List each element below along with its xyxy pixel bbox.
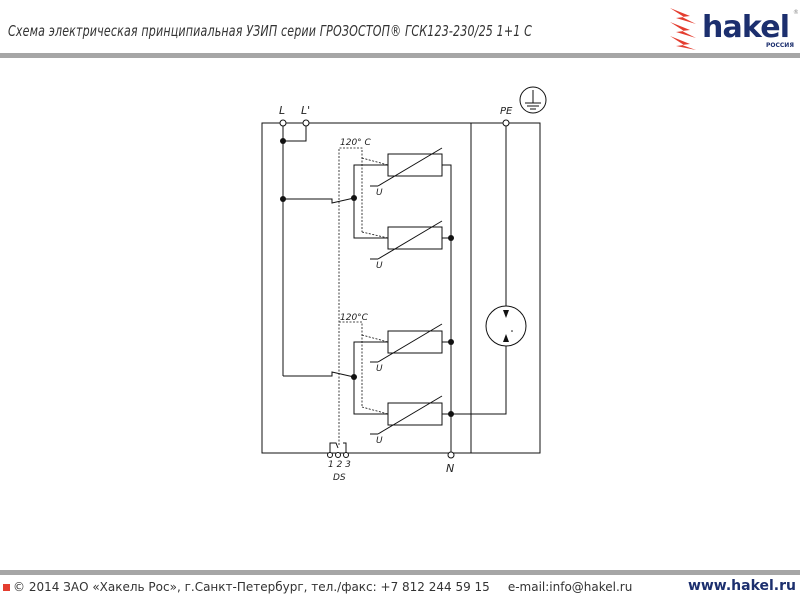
varistor-3 xyxy=(387,330,443,354)
footer-copyright: © 2014 ЗАО «Хакель Рос», г.Санкт-Петербу… xyxy=(13,580,490,594)
terminal-pe xyxy=(502,119,510,127)
logo-text: hakel xyxy=(702,10,790,45)
earth-icon xyxy=(519,86,547,114)
label-temp-bottom: 120°C xyxy=(340,313,369,323)
logo-sub: РОССИЯ xyxy=(766,42,794,49)
gas-discharge-tube xyxy=(485,305,527,347)
terminal-n xyxy=(447,451,455,459)
page-title: Схема электрическая принципиальная УЗИП … xyxy=(8,22,533,40)
label-u-2: U xyxy=(376,261,383,271)
label-ds: DS xyxy=(333,473,346,483)
bullet-icon xyxy=(3,584,10,591)
header-divider xyxy=(0,53,800,58)
label-temp-top: 120° C xyxy=(340,138,372,148)
footer: © 2014 ЗАО «Хакель Рос», г.Санкт-Петербу… xyxy=(3,580,632,594)
varistor-4 xyxy=(387,402,443,426)
label-l-prime: L' xyxy=(301,104,310,117)
varistor-2 xyxy=(387,226,443,250)
hakel-logo: hakel ® РОССИЯ xyxy=(670,8,798,50)
footer-email[interactable]: e-mail:info@hakel.ru xyxy=(507,580,633,594)
footer-website-link[interactable]: www.hakel.ru xyxy=(687,578,796,594)
label-u-3: U xyxy=(376,364,383,374)
footer-divider xyxy=(0,570,800,575)
logo-reg: ® xyxy=(793,9,798,16)
terminal-l-prime xyxy=(302,119,310,127)
label-pe: PE xyxy=(500,106,513,117)
label-ds-pins: 1 2 3 xyxy=(328,460,351,470)
label-u-1: U xyxy=(376,188,383,198)
label-n: N xyxy=(446,462,454,475)
lightning-icon xyxy=(670,8,696,50)
terminal-l xyxy=(279,119,287,127)
enclosure-outline xyxy=(261,122,541,454)
label-u-4: U xyxy=(376,436,383,446)
varistor-1 xyxy=(387,153,443,177)
label-l: L xyxy=(279,104,285,117)
